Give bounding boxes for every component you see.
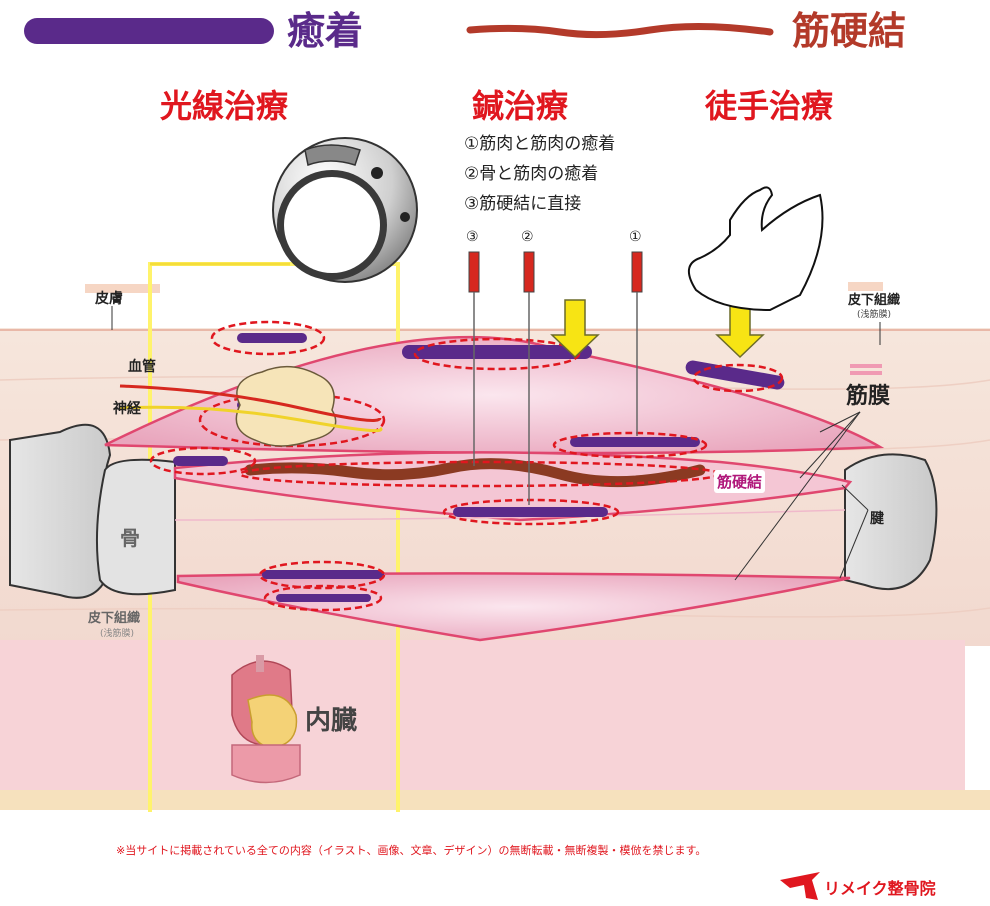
label-nerve: 神経 [113, 401, 141, 417]
acupuncture-step-3: ③筋硬結に直接 [464, 194, 582, 214]
needle-marker-1: ① [629, 229, 642, 245]
label-fascia: 筋膜 [846, 384, 891, 409]
adhesion-6 [173, 456, 228, 466]
adhesion-5 [570, 437, 700, 447]
blood-vessel [119, 384, 382, 422]
label-superficial-fascia-right: (浅筋膜) [857, 310, 892, 320]
lower-muscle [176, 572, 851, 642]
label-subcutaneous-left: 皮下組織 [88, 611, 141, 626]
knot-legend-bar [466, 22, 774, 39]
acupuncture-step-1: ①筋肉と筋肉の癒着 [464, 134, 616, 154]
needle-marker-2: ② [521, 229, 534, 245]
right-bone [844, 453, 938, 591]
method-acupuncture-title: 鍼治療 [472, 87, 569, 125]
thumb-outline [688, 186, 824, 312]
adhesion-2 [402, 345, 592, 359]
needles [468, 251, 643, 505]
label-subcutaneous-right: 皮下組織 [848, 293, 901, 308]
copyright-notice: ※当サイトに掲載されている全ての内容（イラスト、画像、文章、デザイン）の無断転載… [116, 844, 707, 857]
adhesion-7 [453, 507, 608, 517]
label-skin: 皮膚 [95, 291, 123, 307]
nerve-line [119, 405, 383, 433]
label-superficial-fascia-left: (浅筋膜) [100, 629, 135, 639]
adhesion-1 [237, 333, 307, 343]
adhesion-9 [276, 594, 371, 602]
method-manual-title: 徒手治療 [705, 87, 834, 125]
clinic-logo-mark [780, 872, 820, 900]
label-tendon: 腱 [870, 511, 884, 527]
legend-knot-label: 筋硬結 [792, 9, 907, 53]
clinic-name: リメイク整骨院 [824, 879, 936, 898]
needle-marker-3: ③ [466, 229, 479, 245]
label-viscera: 内臓 [305, 706, 358, 736]
label-bone: 骨 [120, 526, 140, 550]
viscera-organs [231, 655, 301, 784]
label-knot: 筋硬結 [714, 470, 766, 493]
pressure-arrows [550, 299, 765, 359]
method-light-title: 光線治療 [160, 87, 289, 125]
light-device [272, 137, 418, 283]
left-bone-head [95, 458, 176, 596]
label-blood-vessel: 血管 [128, 359, 156, 375]
adhesion-legend-bar [24, 18, 274, 44]
legend-adhesion-label: 癒着 [287, 9, 364, 53]
acupuncture-step-2: ②骨と筋肉の癒着 [464, 164, 599, 184]
adhesion-8 [262, 570, 384, 579]
muscle-knot [244, 458, 706, 488]
